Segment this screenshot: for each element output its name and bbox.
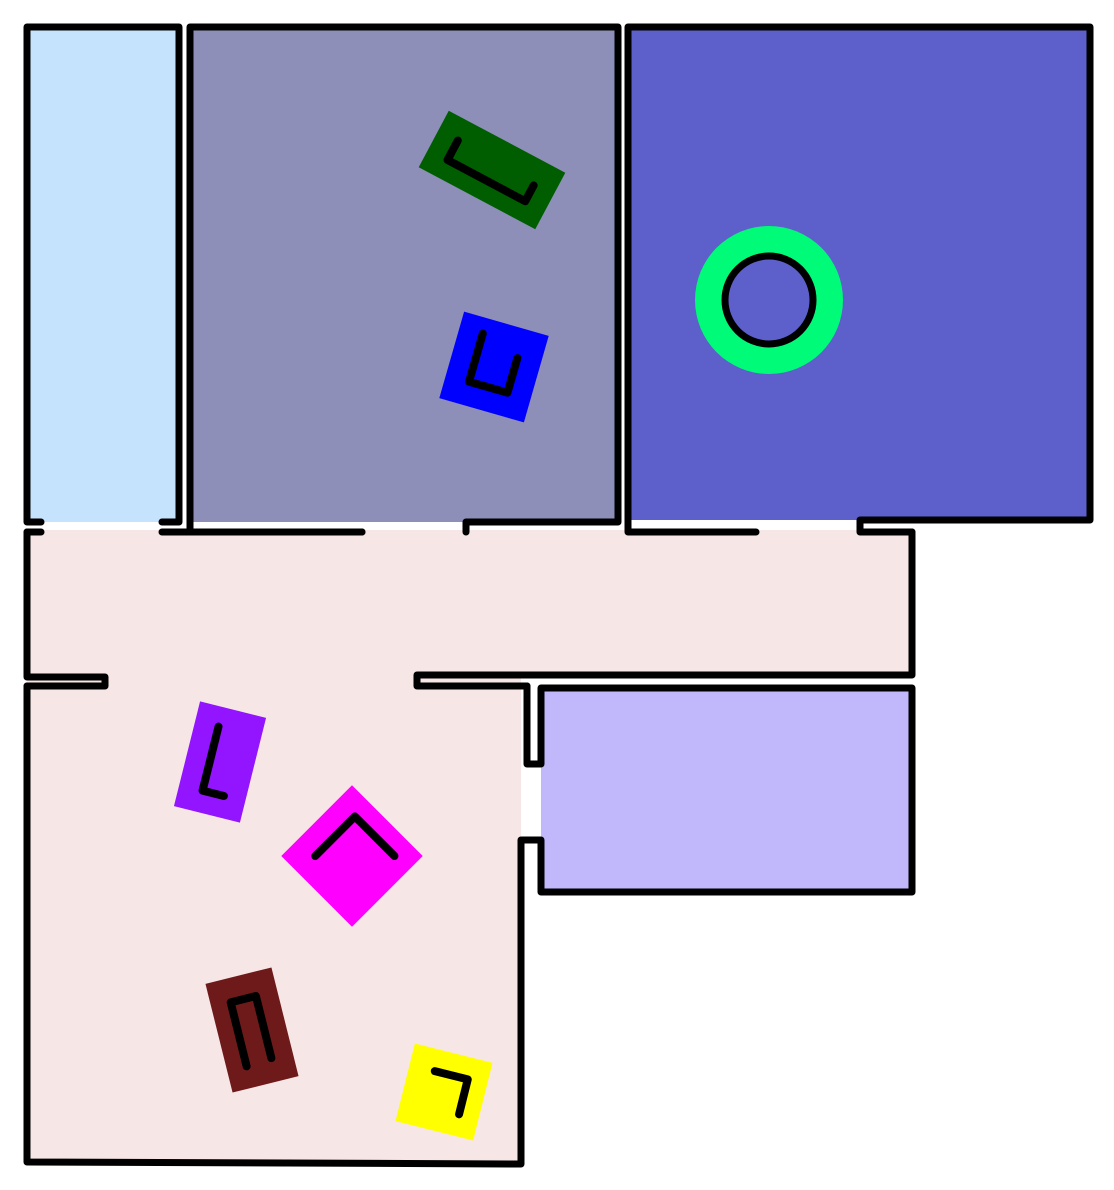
furniture-purple-mark: [198, 722, 228, 800]
room-top-right: [628, 27, 1090, 520]
furniture-green[interactable]: [418, 110, 566, 230]
furniture-yellow[interactable]: [395, 1043, 493, 1141]
furniture-yellow-body: [395, 1043, 493, 1141]
furniture-magenta[interactable]: [281, 785, 423, 927]
furniture-group: [173, 110, 566, 1141]
wall-lower-left: [23, 682, 916, 1168]
wall-top-right-left: [624, 23, 1094, 536]
furniture-blue[interactable]: [439, 311, 549, 423]
furniture-brown[interactable]: [205, 967, 299, 1093]
furniture-yellow-mark: [430, 1067, 472, 1119]
furniture-green-mark: [443, 136, 538, 206]
furniture-purple[interactable]: [173, 701, 267, 823]
room-corridor: [27, 530, 911, 677]
wall-left-strip: [23, 23, 183, 526]
furniture-brown-body: [205, 967, 299, 1093]
furniture-purple-body: [173, 701, 267, 823]
rooms: [27, 27, 1090, 1164]
wall-corridor-left: [23, 528, 109, 690]
room-top-middle: [190, 27, 618, 522]
ring-target[interactable]: [695, 226, 843, 374]
furniture-magenta-body: [281, 785, 423, 927]
ring-target-inner: [721, 252, 817, 348]
room-left-strip: [27, 27, 179, 522]
furniture-blue-body: [439, 311, 549, 423]
furniture-magenta-mark: [311, 812, 399, 860]
furniture-brown-mark: [226, 992, 276, 1071]
room-lower-right: [541, 688, 912, 892]
furniture-blue-mark: [464, 329, 522, 397]
walls: [23, 23, 1094, 1168]
wall-corridor-right: [413, 528, 916, 690]
